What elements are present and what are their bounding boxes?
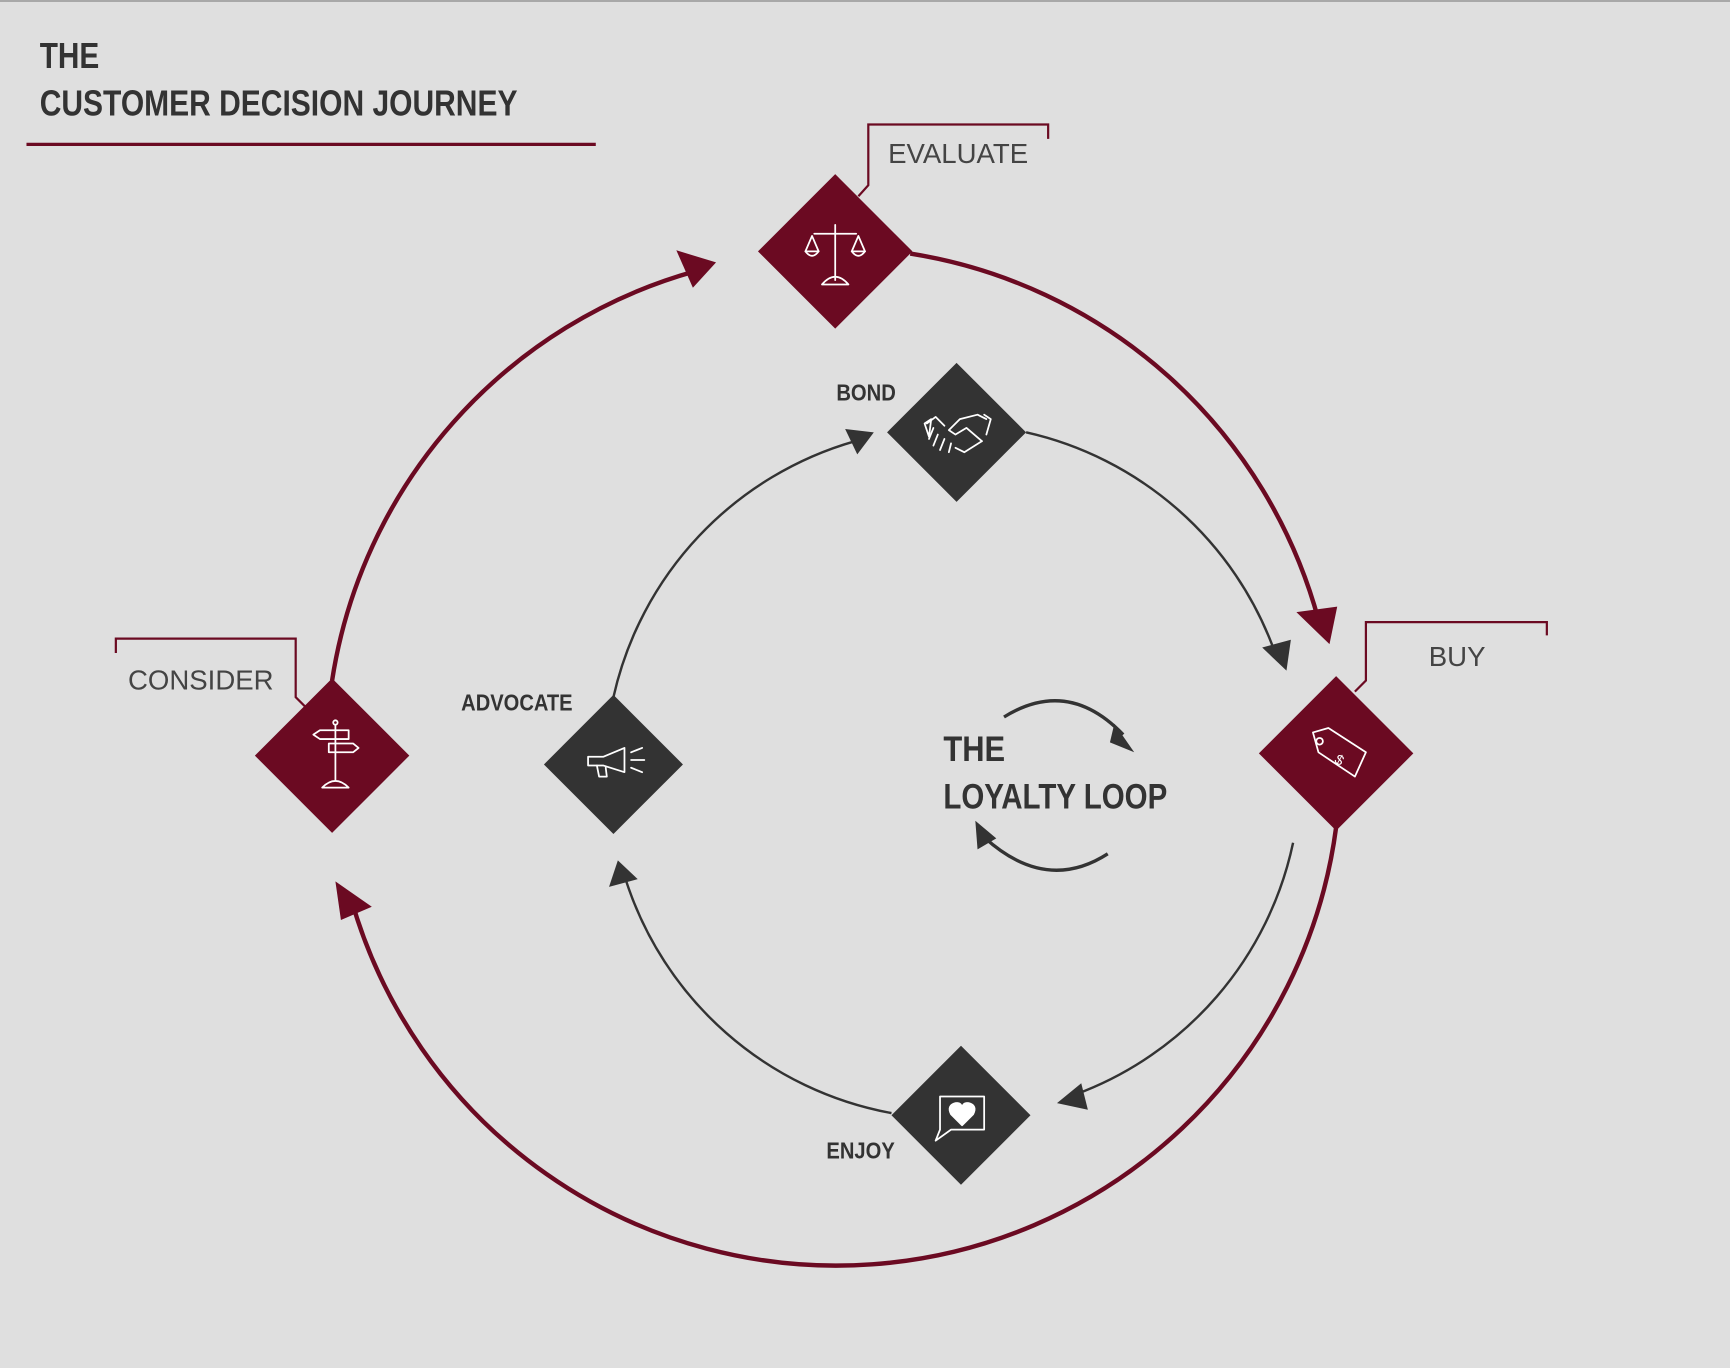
loyalty-loop-title-line-2: LOYALTY LOOP xyxy=(943,778,1167,817)
title-line-1: THE xyxy=(40,35,100,76)
handshake-icon xyxy=(923,413,992,454)
buy-label: BUY xyxy=(1429,641,1486,672)
heart-speech-bubble-icon xyxy=(934,1095,986,1142)
loyalty-loop-title-line-1: THE xyxy=(943,730,1005,769)
advocate-label: ADVOCATE xyxy=(461,689,572,715)
bond-node xyxy=(887,362,1027,502)
outer-journey-loop xyxy=(329,251,1339,1268)
arc-bond-to-buy xyxy=(1025,431,1276,652)
title-line-2: CUSTOMER DECISION JOURNEY xyxy=(40,83,518,124)
arrowhead-to-buy xyxy=(1296,606,1338,645)
advocate-node xyxy=(543,694,683,834)
scales-icon xyxy=(804,224,866,286)
consider-node xyxy=(254,678,410,833)
evaluate-callout-line xyxy=(857,123,1050,197)
megaphone-icon xyxy=(587,747,646,778)
bond-label: BOND xyxy=(836,379,896,405)
buy-node: $ xyxy=(1258,676,1414,831)
buy-callout-line xyxy=(1354,621,1548,693)
consider-label: CONSIDER xyxy=(128,664,274,695)
arc-enjoy-to-advocate xyxy=(624,878,892,1115)
arrowhead-to-evaluate xyxy=(676,250,717,288)
arc-advocate-to-bond xyxy=(612,440,856,698)
evaluate-label: EVALUATE xyxy=(888,138,1028,169)
arc-buy-to-consider xyxy=(348,827,1339,1268)
enjoy-label: ENJOY xyxy=(826,1137,895,1163)
consider-callout-line xyxy=(114,637,307,708)
cycle-arrowhead-top xyxy=(1109,723,1135,753)
arc-buy-to-enjoy xyxy=(1075,842,1295,1096)
arc-consider-to-evaluate xyxy=(329,269,696,681)
arrowhead-to-bond xyxy=(845,429,874,455)
inner-loyalty-loop xyxy=(612,431,1295,1115)
enjoy-node xyxy=(891,1045,1031,1185)
arrowhead-to-advocate xyxy=(609,860,638,887)
arrowhead-inner-to-buy xyxy=(1262,639,1291,671)
evaluate-node xyxy=(757,174,913,329)
arrowhead-to-enjoy xyxy=(1056,1083,1088,1110)
arrowhead-to-consider xyxy=(335,881,372,921)
cycle-arrowhead-bottom xyxy=(975,820,997,850)
signpost-icon xyxy=(312,719,360,789)
loyalty-loop-cycle-arrows xyxy=(983,699,1125,872)
arc-evaluate-to-buy xyxy=(909,251,1321,621)
